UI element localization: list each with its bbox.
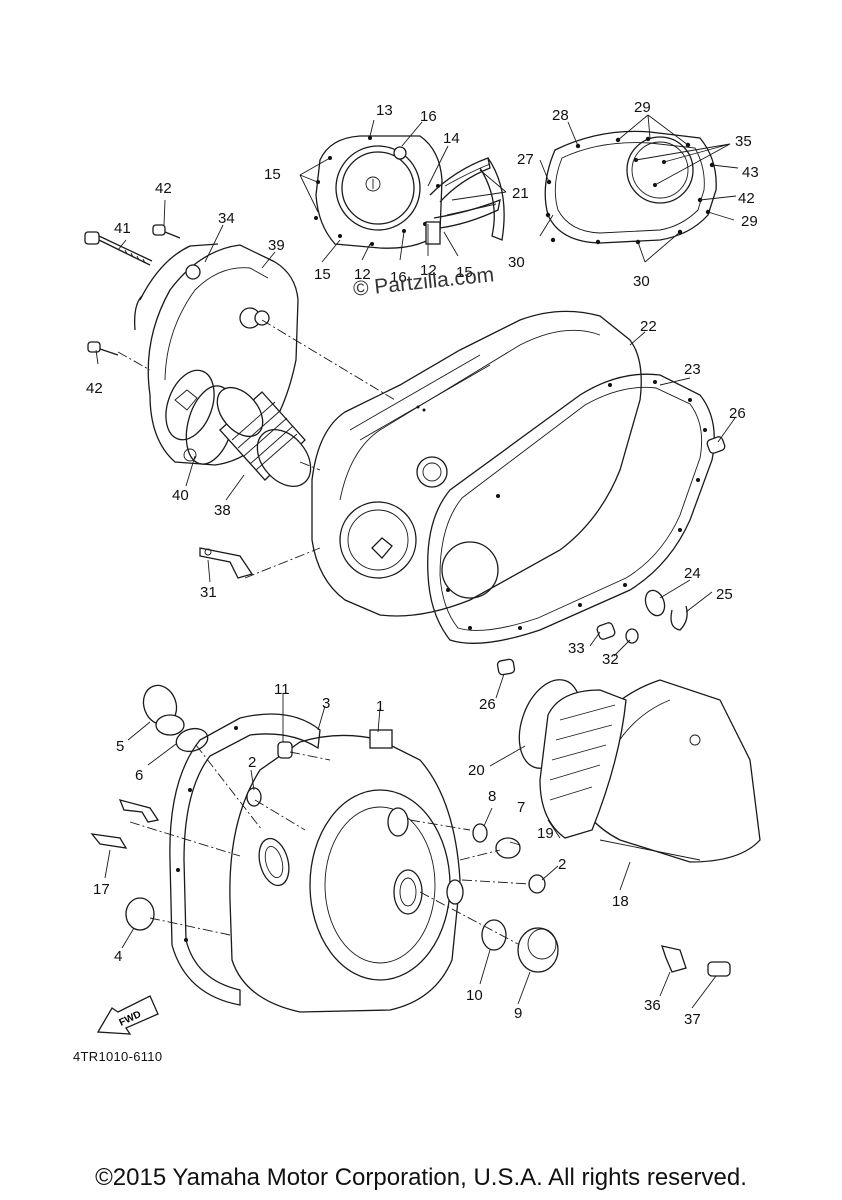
callout-24: 24 — [684, 565, 701, 582]
callout-34: 34 — [218, 210, 235, 227]
callout-42c: 42 — [738, 190, 755, 207]
callout-29b: 29 — [741, 213, 758, 230]
bolts-41-42 — [84, 224, 181, 356]
callout-18: 18 — [612, 893, 629, 910]
copyright-notice: ©2015 Yamaha Motor Corporation, U.S.A. A… — [95, 1164, 747, 1191]
callout-12b: 12 — [420, 262, 437, 279]
callout-25: 25 — [716, 586, 733, 603]
callout-30b: 30 — [633, 273, 650, 290]
callout-27: 27 — [517, 151, 534, 168]
callout-29a: 29 — [634, 99, 651, 116]
crankcase-cover-1 — [229, 729, 464, 1013]
callout-38: 38 — [214, 502, 231, 519]
callout-32: 32 — [602, 651, 619, 668]
small-parts-24-26-32-33 — [496, 436, 726, 676]
callout-41: 41 — [114, 220, 131, 237]
callout-4: 4 — [114, 948, 122, 965]
leader-lines — [95, 114, 739, 1009]
callout-30a: 30 — [508, 254, 525, 271]
callout-2a: 2 — [248, 754, 256, 771]
callout-42b: 42 — [86, 380, 103, 397]
callout-13: 13 — [376, 102, 393, 119]
gasket-3 — [169, 713, 321, 1006]
callout-3: 3 — [322, 695, 330, 712]
callout-40: 40 — [172, 487, 189, 504]
callout-26a: 26 — [729, 405, 746, 422]
callout-35: 35 — [735, 133, 752, 150]
callout-labels: 1 2 2 3 4 5 6 7 8 9 10 11 12 12 13 14 15… — [86, 99, 759, 1028]
callout-9: 9 — [514, 1005, 522, 1022]
callout-15b: 15 — [314, 266, 331, 283]
callout-43: 43 — [742, 164, 759, 181]
callout-21: 21 — [512, 185, 529, 202]
callout-23: 23 — [684, 361, 701, 378]
crankcase-cover-22 — [311, 310, 642, 617]
callout-22: 22 — [640, 318, 657, 335]
plugs-and-orings — [90, 684, 559, 973]
callout-15a: 15 — [264, 166, 281, 183]
callout-39: 39 — [268, 237, 285, 254]
callout-16a: 16 — [420, 108, 437, 125]
bracket-31 — [199, 547, 254, 579]
callout-15c: 15 — [456, 264, 473, 281]
callout-33: 33 — [568, 640, 585, 657]
callout-5: 5 — [116, 738, 124, 755]
callout-17: 17 — [93, 881, 110, 898]
callout-7: 7 — [517, 799, 525, 816]
callout-12a: 12 — [354, 266, 371, 283]
callout-6: 6 — [135, 767, 143, 784]
bracket-36-bolt-37 — [661, 945, 731, 977]
oil-filter — [185, 385, 312, 487]
callout-31: 31 — [200, 584, 217, 601]
diagram-code: 4TR1010-6110 — [73, 1049, 163, 1064]
housing-19-oring-20 — [518, 679, 627, 839]
callout-20: 20 — [468, 762, 485, 779]
gasket-21 — [429, 157, 505, 241]
gasket-23 — [427, 373, 715, 644]
callout-14: 14 — [443, 130, 460, 147]
callout-28: 28 — [552, 107, 569, 124]
callout-10: 10 — [466, 987, 483, 1004]
callout-2b: 2 — [558, 856, 566, 873]
assembly-lines — [117, 319, 531, 945]
callout-19: 19 — [537, 825, 554, 842]
callout-11: 11 — [274, 681, 290, 698]
callout-37: 37 — [684, 1011, 701, 1028]
callout-26b: 26 — [479, 696, 496, 713]
callout-36: 36 — [644, 997, 661, 1014]
callout-42a: 42 — [155, 180, 172, 197]
fwd-arrow-icon: FWD — [96, 995, 159, 1035]
generator-cover-small — [314, 135, 443, 249]
callout-16b: 16 — [390, 269, 407, 286]
callout-8: 8 — [488, 788, 496, 805]
clutch-cover-gasket — [544, 130, 717, 245]
callout-1: 1 — [376, 698, 384, 715]
